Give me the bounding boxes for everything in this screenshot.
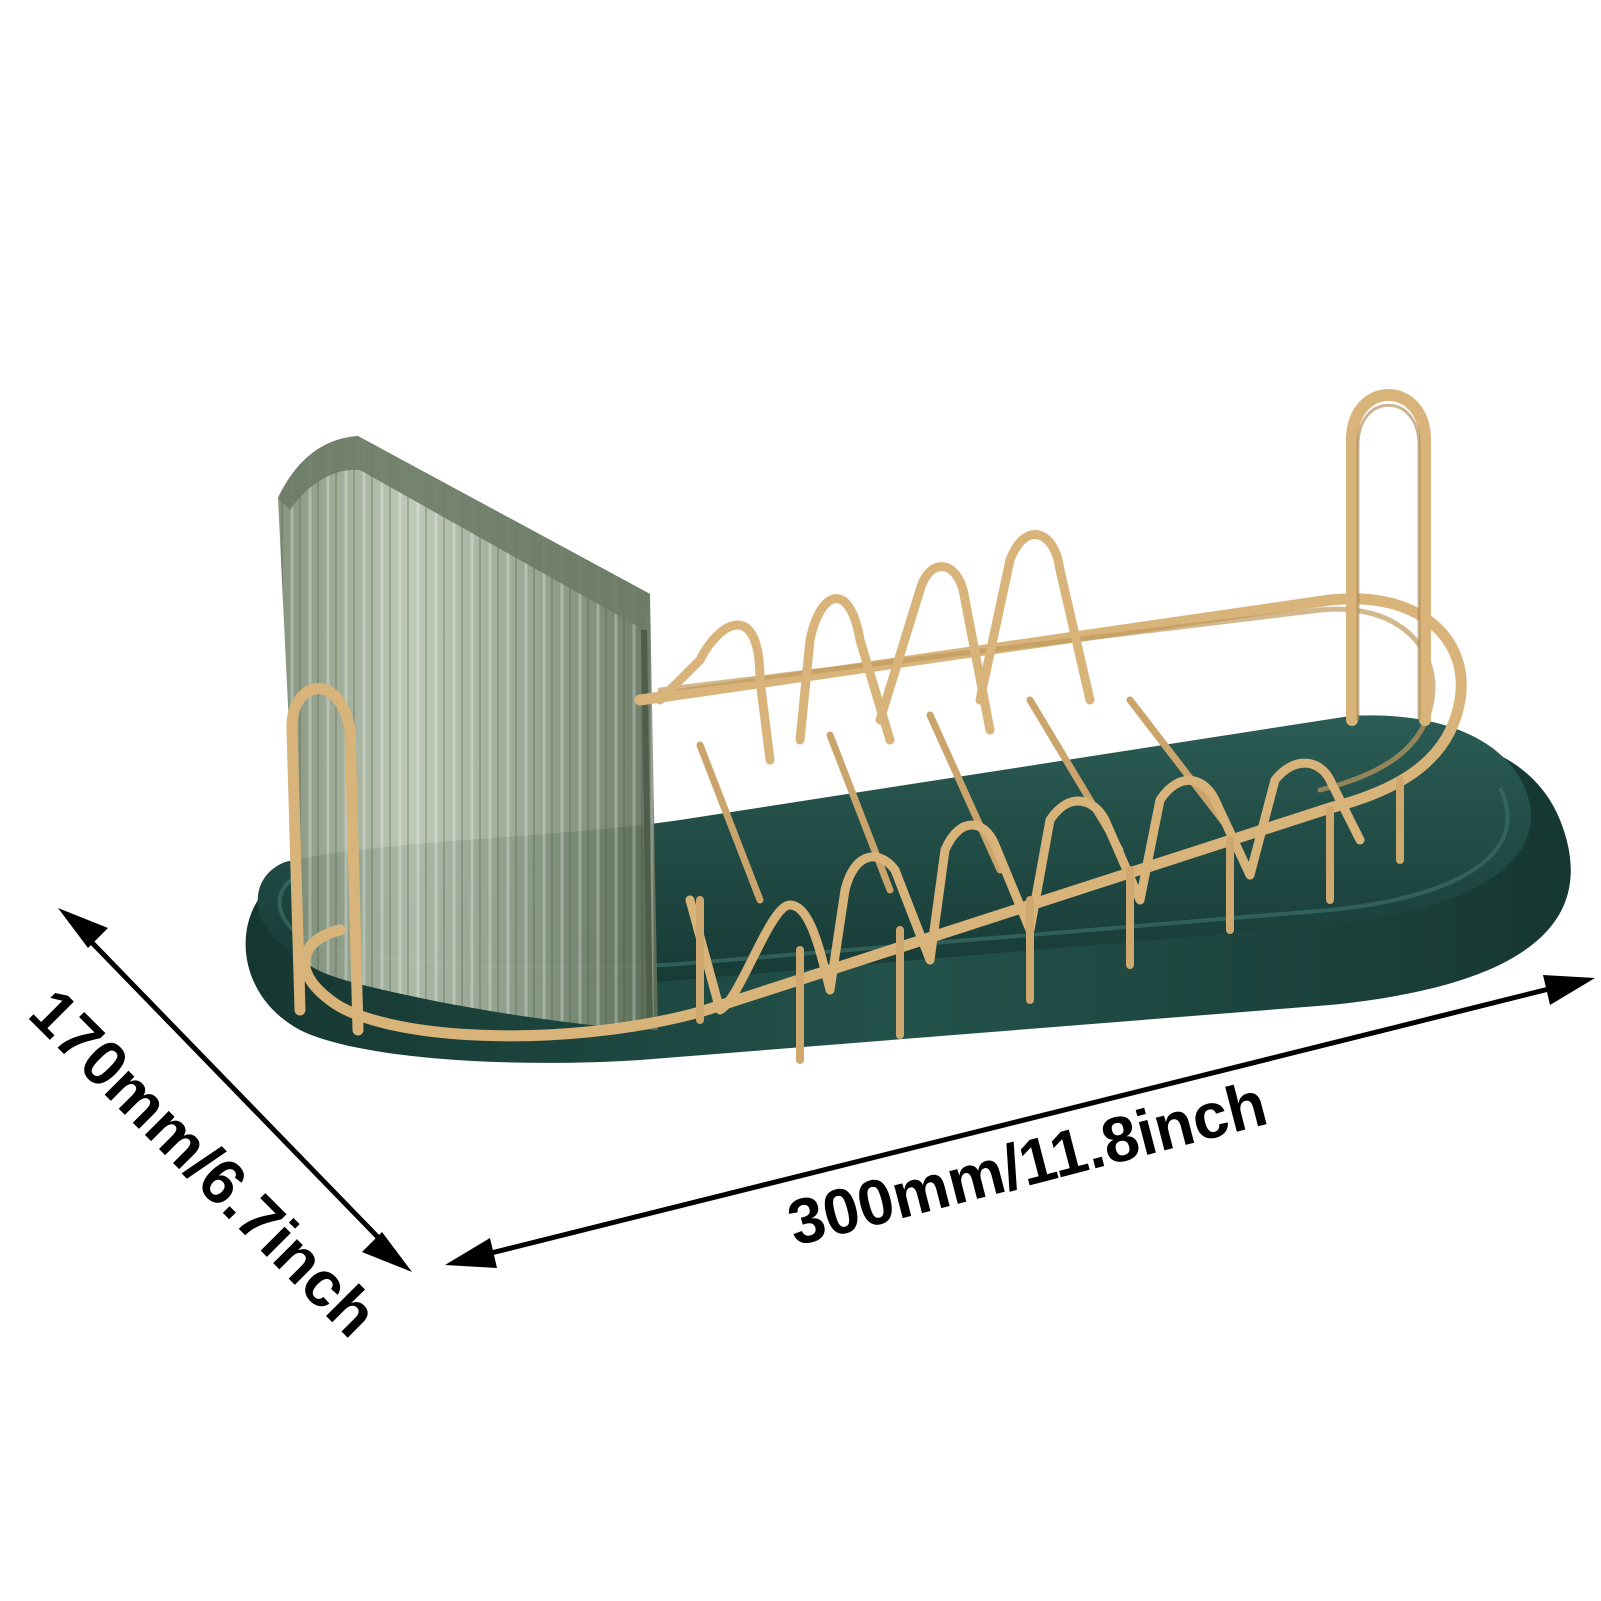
cup-holder-loop <box>286 683 364 1036</box>
hook-wire-shadow <box>1356 403 1421 720</box>
hook-wire <box>1346 389 1431 726</box>
rack-frame-inner <box>657 606 1436 793</box>
utensil-cup <box>278 436 658 1031</box>
rack-rails <box>696 696 1234 904</box>
cup-ribs <box>278 436 658 1030</box>
wire-rack <box>286 530 1467 1064</box>
depth-arrow-line <box>68 918 402 1262</box>
rack-legs <box>696 776 1404 1064</box>
front-zigzag <box>685 758 1365 1015</box>
hanging-hook <box>1346 389 1431 726</box>
width-arrow-line <box>454 977 1586 1265</box>
depth-arrowhead-top <box>58 908 108 948</box>
width-arrowhead-left <box>445 1238 497 1268</box>
back-slot-wires <box>655 530 1095 765</box>
dish-rack-product <box>245 389 1571 1064</box>
width-arrowhead-right <box>1543 975 1595 1005</box>
depth-arrowhead-bottom <box>362 1232 412 1272</box>
cup-rim <box>278 436 650 630</box>
